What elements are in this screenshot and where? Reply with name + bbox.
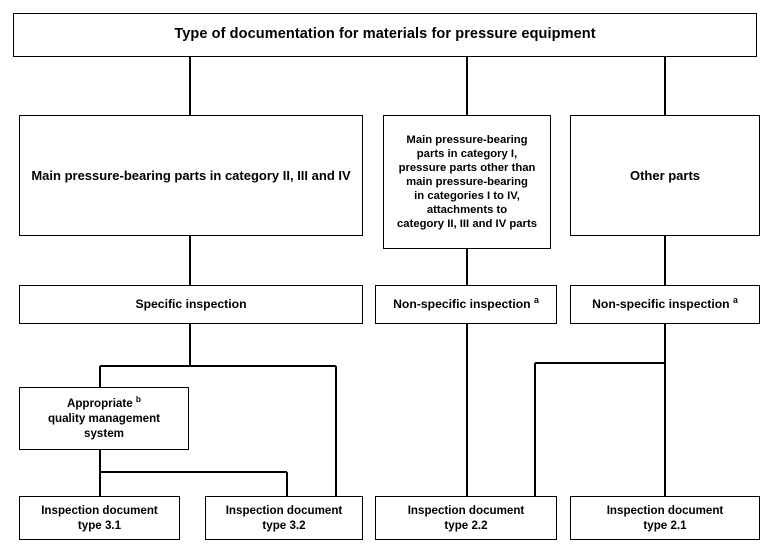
node-inspection-document-3-2-label: Inspection document type 3.2 bbox=[225, 503, 343, 532]
node-inspection-document-2-2[interactable]: Inspection document type 2.2 bbox=[375, 496, 557, 540]
node-inspection-document-2-2-label: Inspection document type 2.2 bbox=[407, 503, 525, 532]
node-other-parts-label: Other parts bbox=[629, 167, 701, 183]
node-specific-inspection[interactable]: Specific inspection bbox=[19, 285, 363, 324]
node-inspection-document-2-1[interactable]: Inspection document type 2.1 bbox=[570, 496, 760, 540]
node-other-parts[interactable]: Other parts bbox=[570, 115, 760, 236]
node-main-parts-ii-iii-iv-label: Main pressure-bearing parts in category … bbox=[31, 167, 351, 183]
footnote-marker-b: b bbox=[135, 394, 142, 405]
node-non-specific-inspection-right[interactable]: Non-specific inspection a bbox=[570, 285, 760, 324]
node-non-specific-inspection-middle-label: Non-specific inspection a bbox=[393, 295, 539, 312]
node-inspection-document-3-1[interactable]: Inspection document type 3.1 bbox=[19, 496, 180, 540]
node-main-parts-cat-i-label: Main pressure-bearing parts in category … bbox=[397, 133, 537, 231]
node-inspection-document-3-1-label: Inspection document type 3.1 bbox=[41, 503, 158, 532]
node-root[interactable]: Type of documentation for materials for … bbox=[13, 13, 757, 57]
node-root-label: Type of documentation for materials for … bbox=[174, 26, 596, 43]
node-inspection-document-2-1-label: Inspection document type 2.1 bbox=[606, 503, 724, 532]
node-inspection-document-3-2[interactable]: Inspection document type 3.2 bbox=[205, 496, 363, 540]
footnote-marker-a: a bbox=[732, 295, 738, 306]
node-quality-management-system-label: Appropriate b quality management system bbox=[47, 394, 161, 441]
node-quality-management-system[interactable]: Appropriate b quality management system bbox=[19, 387, 189, 450]
node-main-parts-ii-iii-iv[interactable]: Main pressure-bearing parts in category … bbox=[19, 115, 363, 236]
node-specific-inspection-label: Specific inspection bbox=[135, 297, 247, 312]
node-main-parts-cat-i[interactable]: Main pressure-bearing parts in category … bbox=[383, 115, 551, 249]
node-non-specific-inspection-right-label: Non-specific inspection a bbox=[592, 295, 738, 312]
node-non-specific-inspection-middle[interactable]: Non-specific inspection a bbox=[375, 285, 557, 324]
footnote-marker-a: a bbox=[533, 295, 539, 306]
